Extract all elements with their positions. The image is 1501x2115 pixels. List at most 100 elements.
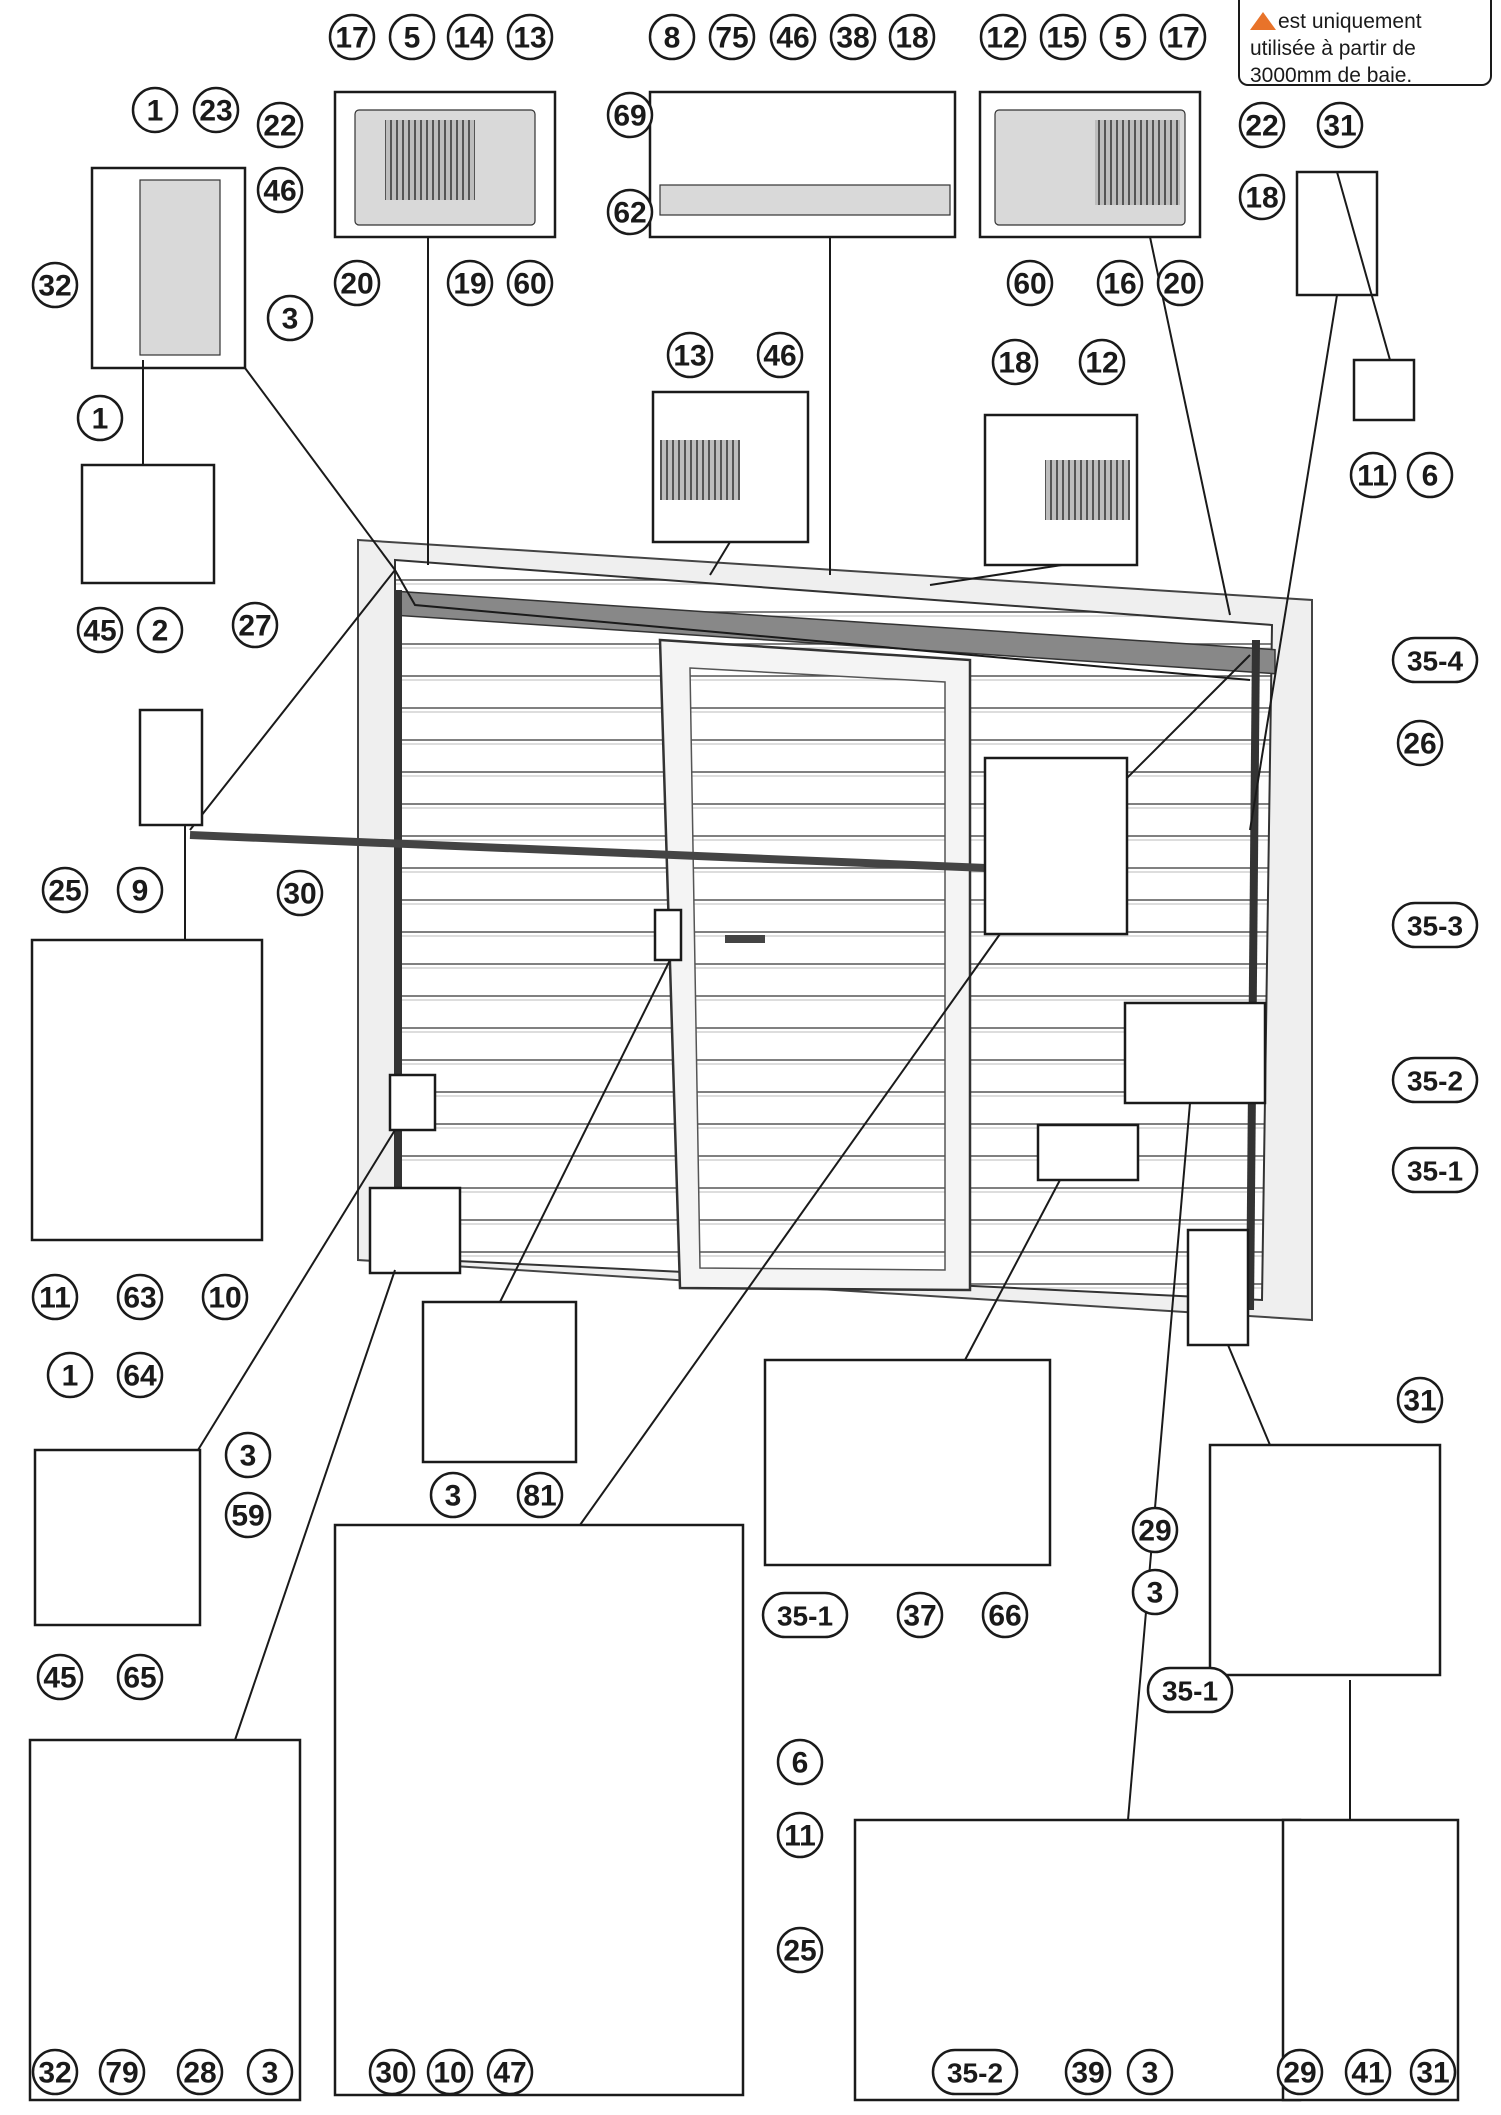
- part-label-text: 38: [836, 22, 869, 55]
- part-label-l19: 19: [446, 259, 494, 307]
- warning-triangle-icon: [1250, 12, 1276, 30]
- part-label-l23: 23: [192, 86, 240, 134]
- part-label-badge: [666, 331, 714, 379]
- part-label-l31a: 31: [1316, 101, 1364, 149]
- part-label-text: 46: [776, 22, 809, 55]
- part-label-text: 35-1: [777, 1601, 833, 1632]
- detail-bottom-bracket-left: [33, 1448, 202, 1627]
- part-label-badge: [829, 13, 877, 61]
- leader-lines: [142, 171, 1391, 1821]
- part-label-badge: [368, 2048, 416, 2096]
- detail-bearing-plate: [80, 463, 216, 585]
- part-label-text: 17: [335, 22, 368, 55]
- part-label-text: 1: [62, 1360, 79, 1393]
- part-label-text: 29: [1138, 1515, 1171, 1548]
- part-label-text: 37: [903, 1600, 936, 1633]
- part-label-l8: 8: [648, 13, 696, 61]
- part-label-text: 22: [263, 110, 296, 143]
- part-label-text: 2: [152, 615, 169, 648]
- part-label-badge: [769, 13, 817, 61]
- part-label-badge: [606, 91, 654, 139]
- part-label-text: 60: [513, 268, 546, 301]
- part-label-l69: 69: [606, 91, 654, 139]
- part-label-l11a: 11: [1349, 451, 1397, 499]
- part-label-l20a: 20: [333, 259, 381, 307]
- part-label-l14: 14: [446, 13, 494, 61]
- part-label-badge: [256, 166, 304, 214]
- part-label-l59: 59: [224, 1491, 272, 1539]
- part-label-badge: [1146, 1666, 1234, 1714]
- part-label-l64: 64: [116, 1351, 164, 1399]
- part-label-l13a: 13: [506, 13, 554, 61]
- part-label-text: 20: [340, 268, 373, 301]
- part-label-text: 18: [895, 22, 928, 55]
- stabilizer-bar: [189, 831, 1036, 874]
- part-label-badge: [116, 1351, 164, 1399]
- right-vertical-rail: [1246, 639, 1260, 1311]
- part-label-l1c: 1: [46, 1351, 94, 1399]
- part-label-l351b: 35-1: [761, 1591, 849, 1639]
- part-label-badge: [516, 1471, 564, 1519]
- part-label-l10a: 10: [201, 1273, 249, 1321]
- part-label-badge: [1238, 101, 1286, 149]
- part-label-l10b: 10: [426, 2048, 474, 2096]
- part-label-l2: 2: [136, 606, 184, 654]
- part-label-badge: [1391, 901, 1479, 949]
- part-label-text: 79: [105, 2057, 138, 2090]
- part-label-l20b: 20: [1156, 259, 1204, 307]
- part-label-badge: [506, 13, 554, 61]
- warning-note: est uniquement utilisée à partir de 3000…: [1238, 0, 1492, 87]
- part-label-text: 18: [998, 347, 1031, 380]
- detail-bottom-right-bracket: [1208, 1443, 1442, 1677]
- detail-side-lock: [1123, 1001, 1267, 1105]
- part-label-text: 35-3: [1407, 911, 1463, 942]
- part-label-l22a: 22: [256, 101, 304, 149]
- part-label-badge: [333, 259, 381, 307]
- part-label-l62: 62: [606, 188, 654, 236]
- part-label-text: 62: [613, 197, 646, 230]
- part-label-badge: [76, 394, 124, 442]
- part-label-l351c: 35-1: [1146, 1666, 1234, 1714]
- part-label-l31b: 31: [1396, 1376, 1444, 1424]
- part-label-text: 26: [1403, 728, 1436, 761]
- part-label-l351a: 35-1: [1391, 1146, 1479, 1194]
- part-label-badge: [388, 13, 436, 61]
- part-label-badge: [31, 261, 79, 309]
- detail-hinge-left: [388, 1073, 437, 1132]
- part-label-l79: 79: [98, 2048, 146, 2096]
- part-label-badge: [426, 2048, 474, 2096]
- part-label-badge: [1391, 636, 1479, 684]
- part-label-text: 19: [453, 268, 486, 301]
- part-label-l30b: 30: [368, 2048, 416, 2096]
- part-label-l38: 38: [829, 13, 877, 61]
- part-label-text: 25: [48, 875, 81, 908]
- part-label-text: 6: [1422, 460, 1439, 493]
- part-label-l29a: 29: [1131, 1506, 1179, 1554]
- part-label-badge: [896, 1591, 944, 1639]
- part-label-l16: 16: [1096, 259, 1144, 307]
- part-label-l12a: 12: [979, 13, 1027, 61]
- part-label-badge: [1396, 1376, 1444, 1424]
- part-label-l41: 41: [1344, 2048, 1392, 2096]
- part-label-badge: [979, 13, 1027, 61]
- part-label-text: 10: [208, 1282, 241, 1315]
- part-label-text: 5: [404, 22, 421, 55]
- part-label-badge: [36, 1653, 84, 1701]
- part-label-l25b: 25: [776, 1926, 824, 1974]
- part-label-l60b: 60: [1006, 259, 1054, 307]
- part-label-badge: [776, 1926, 824, 1974]
- part-label-text: 1: [147, 95, 164, 128]
- part-label-badge: [328, 13, 376, 61]
- part-label-l32a: 32: [31, 261, 79, 309]
- part-label-badge: [506, 259, 554, 307]
- part-label-text: 10: [433, 2057, 466, 2090]
- part-label-text: 13: [513, 22, 546, 55]
- part-label-l27: 27: [231, 601, 279, 649]
- part-label-text: 3: [262, 2057, 279, 2090]
- part-label-badge: [429, 1471, 477, 1519]
- part-label-text: 13: [673, 340, 706, 373]
- part-label-text: 30: [283, 878, 316, 911]
- part-label-badge: [41, 866, 89, 914]
